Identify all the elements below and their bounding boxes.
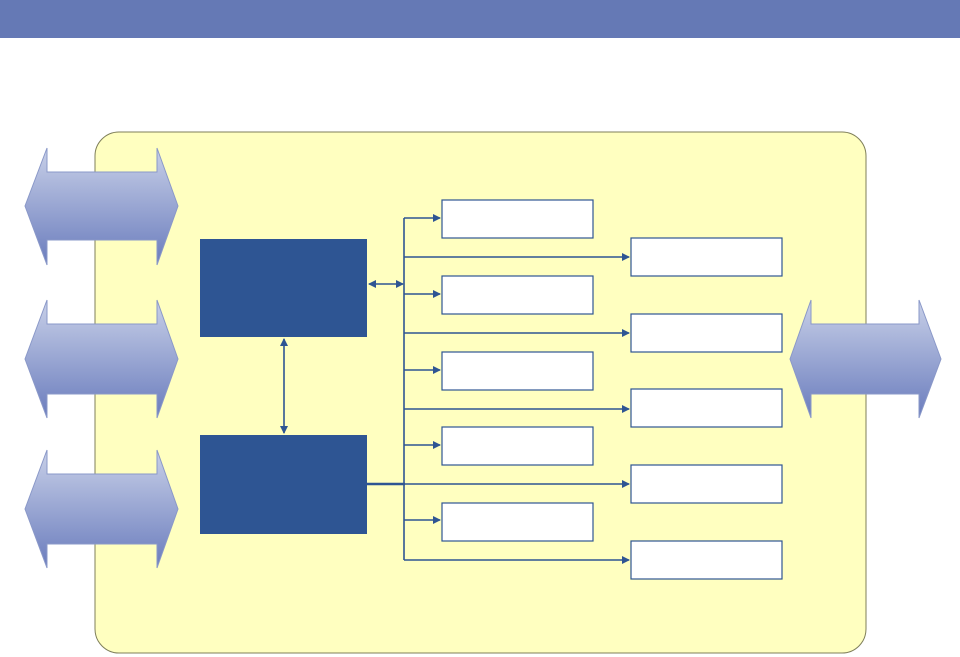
lower-dark-block [200,435,367,534]
right-column-box [630,540,783,580]
left-column-box [441,351,594,391]
left-double-arrow-1 [24,147,179,266]
left-column-box [441,199,594,239]
right-column-box [630,464,783,504]
left-double-arrow-3 [24,449,179,569]
right-column-box [630,237,783,277]
right-column-box [630,388,783,428]
right-column-box [630,313,783,353]
left-column-box [441,275,594,315]
left-column-box [441,426,594,466]
header-bar [0,0,960,38]
right-double-arrow [789,299,942,419]
left-double-arrow-2 [24,299,179,419]
upper-dark-block [200,239,367,337]
left-column-box [441,502,594,542]
